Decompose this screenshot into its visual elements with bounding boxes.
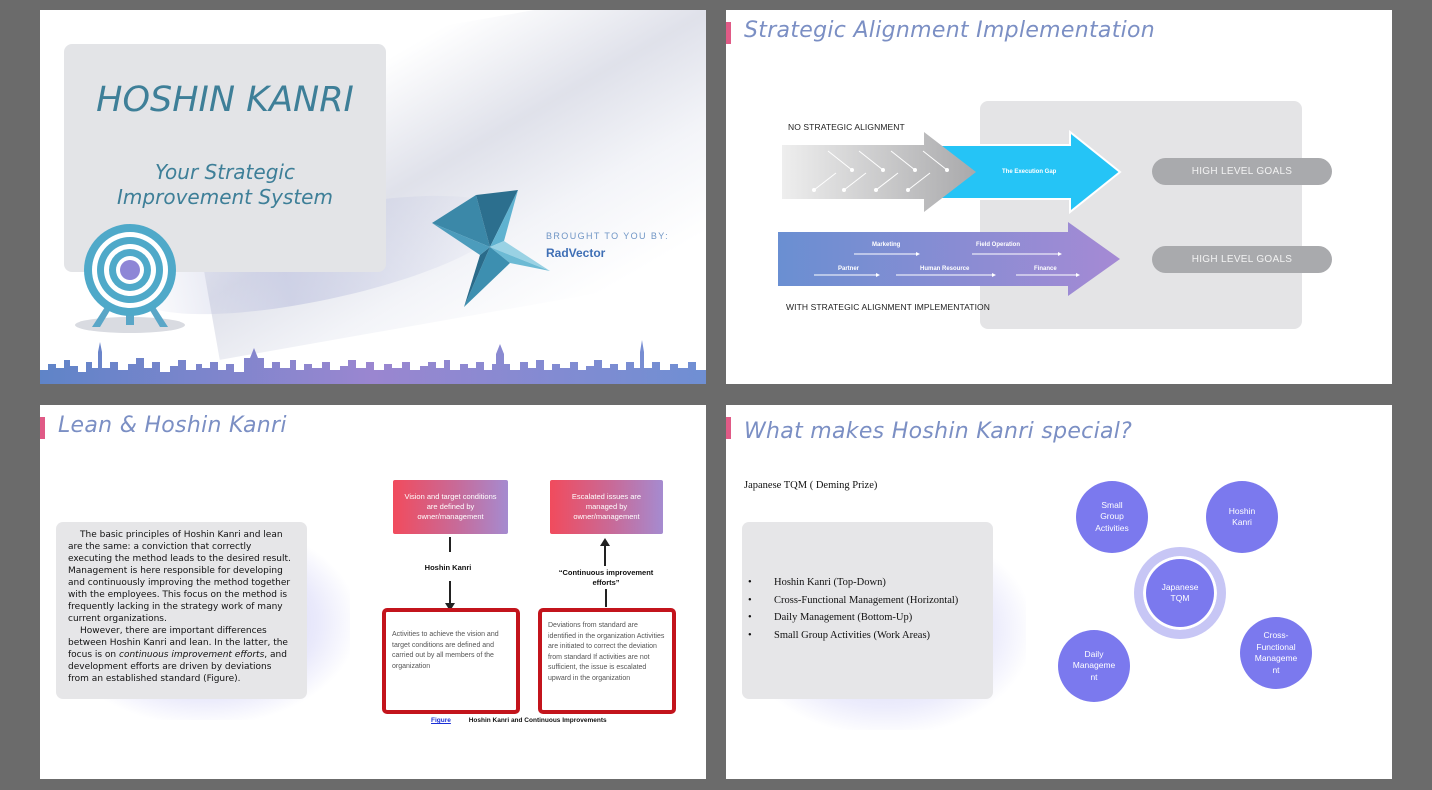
high-level-goals-top: HIGH LEVEL GOALS xyxy=(1152,158,1332,185)
slide-what-makes-special[interactable]: What makes Hoshin Kanri special? Japanes… xyxy=(726,405,1392,779)
paragraph-2-start: However, there are important differences… xyxy=(68,626,288,660)
principles-paragraph-1: The basic principles of Hoshin Kanri and… xyxy=(68,530,291,624)
circle-small-group-activities: Small Group Activities xyxy=(1076,481,1148,553)
cover-title: HOSHIN KANRI xyxy=(96,80,354,120)
circle-label: Hoshin Kanri xyxy=(1228,505,1256,528)
target-icon xyxy=(75,224,185,333)
list-item: Daily Management (Bottom-Up) xyxy=(748,612,958,630)
circle-label: Small Group Activities xyxy=(1095,499,1129,533)
down-arrow-icon xyxy=(445,581,455,611)
human-resource-label: Human Resource xyxy=(920,266,970,272)
up-arrow-icon xyxy=(600,538,610,566)
star-logo-icon xyxy=(432,190,550,307)
finance-label: Finance xyxy=(1034,266,1057,272)
deviations-box: Deviations from standard are identified … xyxy=(538,608,676,714)
cover-subtitle-line2: Improvement System xyxy=(117,185,333,209)
title-accent-bar xyxy=(726,417,731,439)
title-accent-bar xyxy=(40,417,45,439)
list-item: Hoshin Kanri (Top-Down) xyxy=(748,577,958,595)
escalated-issues-box: Escalated issues are managed by owner/ma… xyxy=(550,480,663,534)
figure-link[interactable]: Figure xyxy=(431,717,451,724)
list-item: Cross-Functional Management (Horizontal) xyxy=(748,595,958,613)
title-accent-bar xyxy=(726,22,731,44)
slide-lean-hoshin[interactable]: Lean & Hoshin Kanri The basic principles… xyxy=(40,405,706,779)
no-alignment-label: NO STRATEGIC ALIGNMENT xyxy=(788,122,905,132)
activities-box: Activities to achieve the vision and tar… xyxy=(382,608,520,714)
brand-name: RadVector xyxy=(546,246,606,260)
goals-panel xyxy=(980,101,1302,329)
vision-defined-box: Vision and target conditions are defined… xyxy=(393,480,508,534)
list-item: Small Group Activities (Work Areas) xyxy=(748,630,958,648)
high-level-goals-bottom: HIGH LEVEL GOALS xyxy=(1152,246,1332,273)
circle-label: Japanese TQM xyxy=(1161,581,1199,604)
marketing-label: Marketing xyxy=(872,242,901,248)
slide-strategic-alignment[interactable]: Strategic Alignment Implementation NO ST… xyxy=(726,10,1392,384)
hoshin-kanri-label: Hoshin Kanri xyxy=(424,563,472,572)
slide-title: Lean & Hoshin Kanri xyxy=(58,413,287,438)
circle-label: Daily Manageme nt xyxy=(1072,648,1116,682)
field-operation-label: Field Operation xyxy=(976,242,1021,248)
circle-label: Cross-Functional Manageme nt xyxy=(1254,630,1298,675)
slide-title: Strategic Alignment Implementation xyxy=(744,18,1156,43)
center-circle-japanese-tqm: Japanese TQM xyxy=(1143,556,1217,630)
slide-title-cover[interactable]: HOSHIN KANRI Your Strategic Improvement … xyxy=(40,10,706,384)
slide-title: What makes Hoshin Kanri special? xyxy=(744,419,1133,444)
continuous-improvement-label: “Continuous improvement efforts” xyxy=(558,568,654,587)
figure-caption: Figure Hoshin Kanri and Continuous Impro… xyxy=(431,717,607,724)
execution-gap-label: The Execution Gap xyxy=(1002,169,1057,175)
alignment-arrows-diagram xyxy=(778,129,1122,296)
paragraph-2-emphasis: continuous improvement efforts xyxy=(119,650,265,660)
paragraph-2-end: , and development efforts are driven by … xyxy=(68,650,287,684)
brought-by-label: BROUGHT TO YOU BY: xyxy=(546,231,670,241)
partner-label: Partner xyxy=(838,266,860,272)
japanese-tqm-heading: Japanese TQM ( Deming Prize) xyxy=(744,480,878,491)
circle-cross-functional-management: Cross-Functional Manageme nt xyxy=(1240,617,1312,689)
cover-subtitle: Your Strategic Improvement System xyxy=(64,160,386,210)
circle-hoshin-kanri: Hoshin Kanri xyxy=(1206,481,1278,553)
circle-daily-management: Daily Manageme nt xyxy=(1058,630,1130,702)
principles-text: The basic principles of Hoshin Kanri and… xyxy=(68,529,294,685)
principles-text-box xyxy=(56,522,307,699)
pillars-list: Hoshin Kanri (Top-Down) Cross-Functional… xyxy=(748,577,958,647)
with-alignment-label: WITH STRATEGIC ALIGNMENT IMPLEMENTATION xyxy=(786,302,990,312)
connector-line xyxy=(449,537,451,552)
city-skyline-illustration xyxy=(40,340,706,384)
principles-paragraph-2: However, there are important differences… xyxy=(68,625,294,685)
connector-line xyxy=(605,589,607,607)
cover-subtitle-line1: Your Strategic xyxy=(155,160,295,184)
figure-caption-text: Hoshin Kanri and Continuous Improvements xyxy=(468,717,607,724)
